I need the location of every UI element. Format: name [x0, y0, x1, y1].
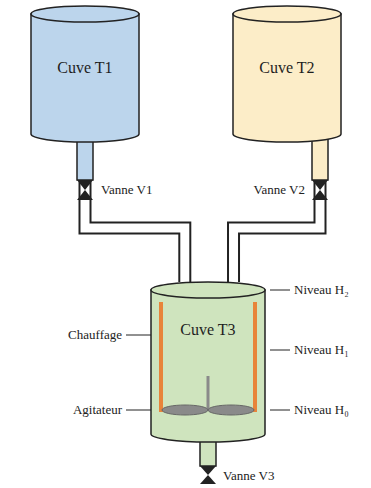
heater-element	[159, 302, 163, 412]
pipe-connector	[85, 142, 185, 282]
tank-rim	[31, 6, 139, 22]
valve-symbol	[200, 475, 216, 484]
tank-label: Cuve T3	[150, 321, 266, 339]
level-mark	[270, 410, 290, 411]
tank-node: Cuve T2	[232, 6, 342, 142]
tank-body	[31, 14, 139, 142]
tank-label: Cuve T2	[232, 59, 342, 77]
part-label: Niveau H₂	[294, 283, 349, 298]
leader-line	[126, 335, 152, 336]
tank-outline	[150, 282, 266, 442]
part-label: Chauffage	[68, 328, 122, 343]
valve-symbol	[77, 190, 93, 200]
tank-label: Cuve T1	[30, 59, 140, 77]
valve-symbol	[312, 180, 328, 190]
part-label: Vanne V2	[254, 183, 305, 198]
valve-symbol	[200, 466, 216, 475]
tank-body	[151, 290, 265, 442]
level-mark	[270, 290, 290, 291]
agitator-blade	[162, 405, 208, 415]
agitator-shaft	[207, 376, 210, 410]
part-label: Vanne V1	[101, 183, 152, 198]
pipe-bore	[85, 142, 185, 282]
pipe-connector	[234, 142, 320, 282]
tank-body	[233, 14, 341, 142]
agitator-blade	[208, 405, 254, 415]
tank-node: Cuve T3	[150, 282, 266, 442]
valve-symbol	[77, 180, 93, 190]
part-label: Niveau H₀	[294, 403, 349, 418]
part-label: Agitateur	[73, 403, 122, 418]
tank-node: Cuve T1	[30, 6, 140, 142]
part-label: Vanne V3	[223, 469, 274, 484]
level-mark	[270, 350, 290, 351]
tank-rim	[151, 282, 265, 298]
pipe-wall	[85, 142, 185, 282]
tank-outlet	[312, 136, 328, 180]
pipe-wall	[234, 142, 320, 282]
tank-rim	[233, 6, 341, 22]
leader-line	[126, 410, 152, 411]
valve-symbol	[312, 190, 328, 200]
heater-element	[253, 302, 257, 412]
part-label: Niveau H₁	[294, 343, 349, 358]
pipe-bore	[234, 142, 320, 282]
